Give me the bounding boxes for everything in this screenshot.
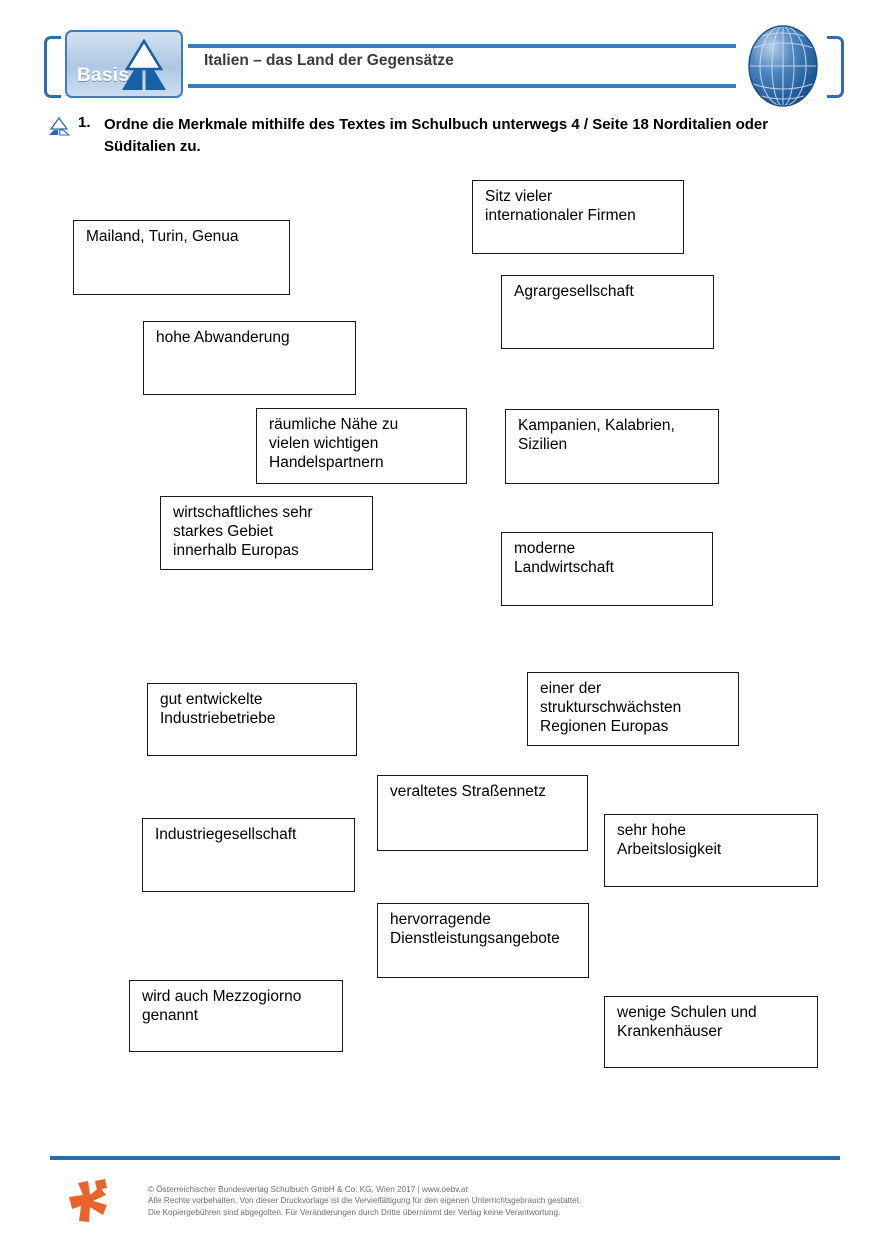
basis-badge: Basis: [65, 30, 183, 98]
footer-line-1: © Österreichischer Bundesverlag Schulbuc…: [148, 1185, 468, 1194]
answer-card-industriegesellschaft[interactable]: Industriegesellschaft: [142, 818, 355, 892]
answer-card-label: gut entwickelte Industriebetriebe: [160, 691, 276, 727]
header-rule-bottom: [188, 84, 736, 88]
footer-line-3: Die Kopiergebühren sind abgegolten. Für …: [148, 1207, 561, 1217]
answer-card-raeumliche-naehe[interactable]: räumliche Nähe zu vielen wichtigen Hande…: [256, 408, 467, 484]
answer-card-label: hervorragende Dienstleistungsangebote: [390, 911, 560, 947]
globe-icon: [748, 25, 818, 107]
answer-card-label: sehr hohe Arbeitslosigkeit: [617, 822, 722, 858]
answer-card-label: hohe Abwanderung: [156, 329, 290, 346]
answer-card-label: veraltetes Straßennetz: [390, 783, 546, 800]
answer-card-label: moderne Landwirtschaft: [514, 540, 614, 576]
answer-card-label: Kampanien, Kalabrien, Sizilien: [518, 417, 675, 453]
right-bracket-decoration: [827, 36, 844, 98]
answer-card-label: wirtschaftliches sehr starkes Gebiet inn…: [173, 504, 313, 559]
mountain-triangle-icon: [122, 39, 166, 90]
page-title: Italien – das Land der Gegensätze: [204, 52, 454, 69]
answer-card-kampanien-kalabrien-sizilien[interactable]: Kampanien, Kalabrien, Sizilien: [505, 409, 719, 484]
basis-badge-label: Basis: [77, 65, 130, 86]
header-rule-top: [188, 44, 736, 48]
answer-card-label: wenige Schulen und Krankenhäuser: [617, 1004, 757, 1040]
task-number: 1.: [78, 114, 91, 131]
mountain-triangle-bullet-icon: [49, 117, 70, 136]
answer-card-einer-der-strukturschwaechsten[interactable]: einer der strukturschwächsten Regionen E…: [527, 672, 739, 746]
answer-card-label: Agrargesellschaft: [514, 283, 634, 300]
answer-card-mailand-turin-genua[interactable]: Mailand, Turin, Genua: [73, 220, 290, 295]
answer-card-wenige-schulen-und-krankenhaeuser[interactable]: wenige Schulen und Krankenhäuser: [604, 996, 818, 1068]
answer-card-gut-entwickelte-industriebetriebe[interactable]: gut entwickelte Industriebetriebe: [147, 683, 357, 756]
answer-card-moderne-landwirtschaft[interactable]: moderne Landwirtschaft: [501, 532, 713, 606]
answer-card-wird-auch-mezzogiorno-genannt[interactable]: wird auch Mezzogiorno genannt: [129, 980, 343, 1052]
left-bracket-decoration: [44, 36, 61, 98]
task-text: Ordne die Merkmale mithilfe des Textes i…: [104, 116, 769, 155]
footer-line-2: Alle Rechte vorbehalten. Von dieser Druc…: [148, 1196, 582, 1206]
answer-card-wirtschaftliches-starkes-gebiet[interactable]: wirtschaftliches sehr starkes Gebiet inn…: [160, 496, 373, 570]
answer-card-hohe-abwanderung[interactable]: hohe Abwanderung: [143, 321, 356, 395]
answer-card-label: wird auch Mezzogiorno genannt: [142, 988, 302, 1024]
footer-copyright: © Österreichischer Bundesverlag Schulbuc…: [148, 1184, 768, 1218]
answer-card-label: räumliche Nähe zu vielen wichtigen Hande…: [269, 416, 399, 471]
answer-card-sitz-vieler-internationaler-firmen[interactable]: Sitz vieler internationaler Firmen: [472, 180, 684, 254]
answer-card-agrargesellschaft[interactable]: Agrargesellschaft: [501, 275, 714, 349]
answer-card-sehr-hohe-arbeitslosigkeit[interactable]: sehr hohe Arbeitslosigkeit: [604, 814, 818, 887]
answer-card-veraltetes-strassennetz[interactable]: veraltetes Straßennetz: [377, 775, 588, 851]
footer-rule: [50, 1156, 840, 1160]
answer-card-label: Industriegesellschaft: [155, 826, 297, 843]
answer-card-label: einer der strukturschwächsten Regionen E…: [540, 680, 682, 735]
answer-card-label: Sitz vieler internationaler Firmen: [485, 188, 636, 224]
page-header: Basis Italien – das Land der Gegensätze: [44, 25, 844, 107]
oebv-asterisk-icon: [69, 1179, 107, 1222]
answer-card-label: Mailand, Turin, Genua: [86, 228, 239, 245]
answer-card-hervorragende-dienstleistungsangebote[interactable]: hervorragende Dienstleistungsangebote: [377, 903, 589, 978]
